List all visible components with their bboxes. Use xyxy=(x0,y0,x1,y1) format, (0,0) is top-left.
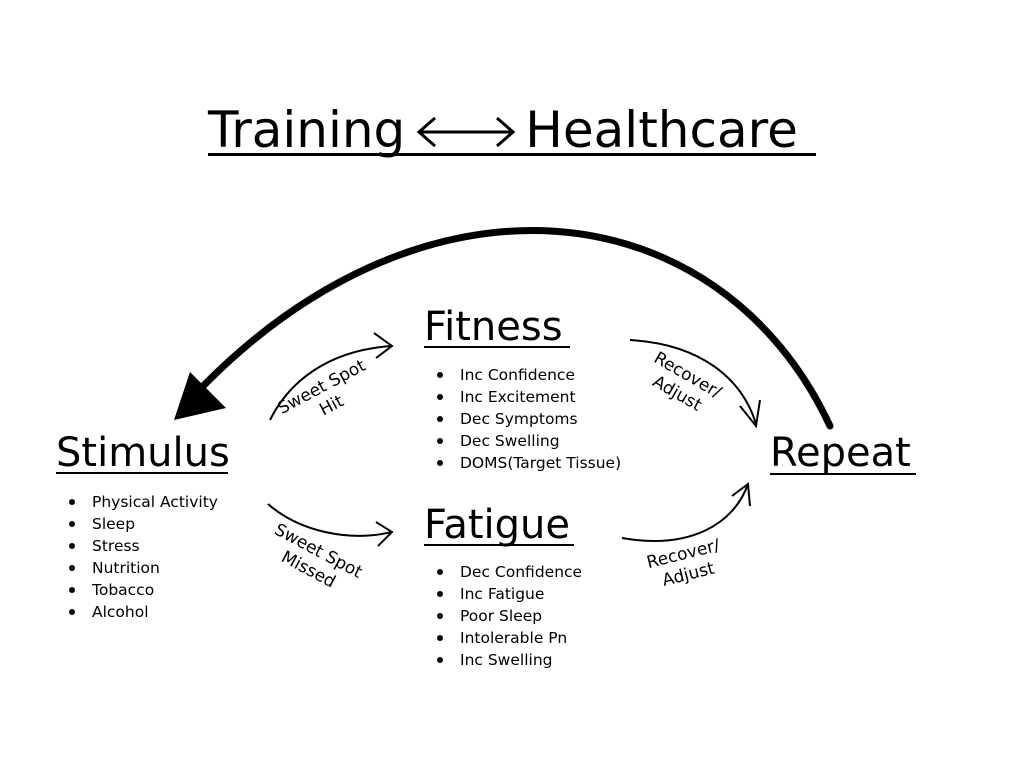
stimulus-title-underline xyxy=(56,472,228,474)
diagram-title: Training Healthcare xyxy=(208,96,828,160)
fatigue-title: Fatigue xyxy=(424,502,570,548)
fitness-to-repeat-arrow xyxy=(629,339,757,425)
fatigue-to-repeat-arrowhead xyxy=(731,482,751,507)
fatigue-to-repeat-arrow xyxy=(621,483,749,542)
list-item: Poor Sleep xyxy=(434,605,582,627)
double-arrow-icon xyxy=(405,100,525,160)
stimulus-to-fatigue-arrow xyxy=(267,503,393,537)
fitness-list: Inc Confidence Inc Excitement Dec Sympto… xyxy=(434,364,621,474)
list-item: Dec Swelling xyxy=(434,430,621,452)
fitness-title: Fitness xyxy=(424,304,563,350)
title-left-text: Training xyxy=(208,101,406,159)
list-item: Intolerable Pn xyxy=(434,627,582,649)
fatigue-title-underline xyxy=(424,544,574,546)
title-underline xyxy=(208,153,816,156)
stimulus-to-fitness-arrow xyxy=(269,345,393,421)
list-item: DOMS(Target Tissue) xyxy=(434,452,621,474)
stimulus-list: Physical Activity Sleep Stress Nutrition… xyxy=(66,491,218,623)
repeat-to-stimulus-arrowhead xyxy=(174,372,226,420)
list-item: Sleep xyxy=(66,513,218,535)
list-item: Physical Activity xyxy=(66,491,218,513)
list-item: Inc Excitement xyxy=(434,386,621,408)
stimulus-to-fatigue-arrowhead xyxy=(375,521,394,547)
list-item: Dec Symptoms xyxy=(434,408,621,430)
stimulus-title: Stimulus xyxy=(56,430,230,476)
repeat-title: Repeat xyxy=(770,430,911,476)
fitness-to-repeat-arrowhead xyxy=(739,399,761,429)
list-item: Inc Fatigue xyxy=(434,583,582,605)
list-item: Stress xyxy=(66,535,218,557)
stimulus-to-fitness-arrowhead xyxy=(373,332,394,359)
fitness-title-underline xyxy=(424,346,570,348)
list-item: Tobacco xyxy=(66,579,218,601)
list-item: Inc Confidence xyxy=(434,364,621,386)
list-item: Dec Confidence xyxy=(434,561,582,583)
list-item: Inc Swelling xyxy=(434,649,582,671)
list-item: Nutrition xyxy=(66,557,218,579)
title-right-text: Healthcare xyxy=(525,101,798,159)
list-item: Alcohol xyxy=(66,601,218,623)
repeat-to-stimulus-arrow xyxy=(182,227,834,430)
fatigue-list: Dec Confidence Inc Fatigue Poor Sleep In… xyxy=(434,561,582,671)
repeat-title-underline xyxy=(770,473,916,475)
